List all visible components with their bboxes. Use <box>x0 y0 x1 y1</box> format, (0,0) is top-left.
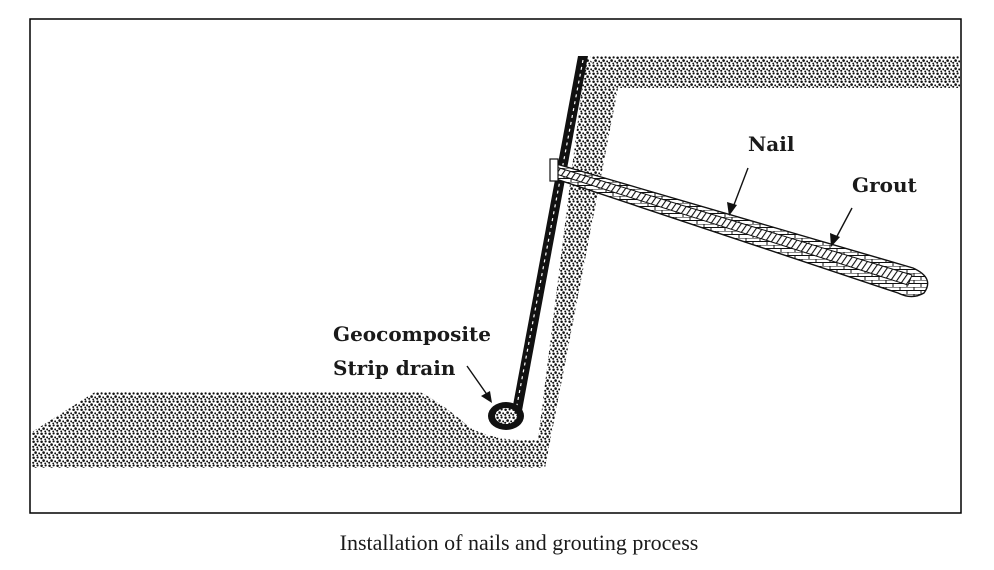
wall-gravel-facing <box>505 56 618 468</box>
label-strip-drain: Strip drain <box>333 356 456 380</box>
strip-drain-band <box>511 56 588 416</box>
drain-pipe-inner <box>495 408 517 424</box>
drain-arrowhead <box>481 391 492 403</box>
strip-drain-core <box>515 59 584 411</box>
label-geocomposite: Geocomposite <box>333 322 491 346</box>
figure-caption: Installation of nails and grouting proce… <box>340 530 699 555</box>
label-grout: Grout <box>852 173 917 197</box>
grout-arrowhead <box>830 233 840 247</box>
ground-gravel-layer <box>32 392 545 468</box>
top-gravel-layer <box>590 56 960 88</box>
nail-arrowhead <box>727 202 737 216</box>
label-nail: Nail <box>748 132 795 156</box>
drain-arrow-line <box>466 365 489 397</box>
nail-head-plate <box>549 158 559 182</box>
nail-arrow-line <box>731 167 749 211</box>
grout-arrow-line <box>834 207 853 241</box>
